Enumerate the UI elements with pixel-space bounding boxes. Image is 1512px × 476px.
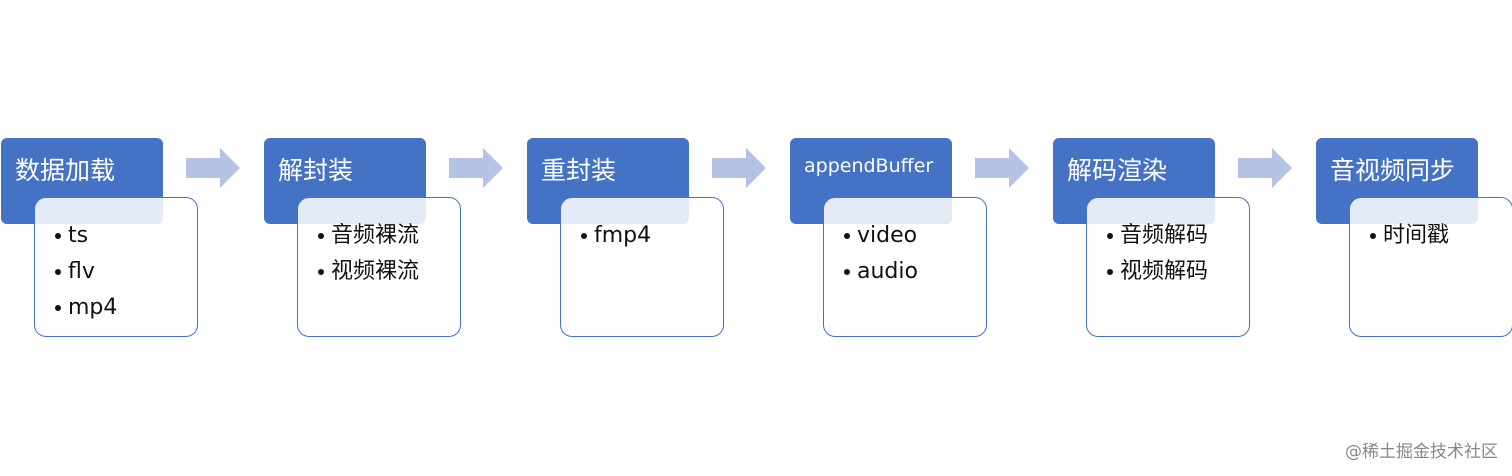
bullet-text: video — [857, 223, 918, 248]
bullet-item: 音频裸流 — [318, 218, 460, 254]
bullet-text: 音频裸流 — [331, 223, 420, 248]
bullet-item: ts — [55, 218, 197, 254]
bullet-dot-icon — [318, 233, 324, 239]
bullet-list: video audio — [824, 218, 986, 290]
bullet-text: 时间戳 — [1383, 223, 1450, 248]
bullet-list: 时间戳 — [1350, 218, 1512, 254]
bullet-dot-icon — [55, 269, 61, 275]
step-body: 音频裸流 视频裸流 — [297, 197, 461, 337]
right-arrow-icon — [1238, 148, 1292, 188]
bullet-dot-icon — [1107, 233, 1113, 239]
step-decode-render: 解码渲染 音频解码 视频解码 — [1053, 138, 1253, 340]
bullet-item: 视频裸流 — [318, 254, 460, 290]
watermark: @稀土掘金技术社区 — [1345, 442, 1498, 462]
bullet-text: flv — [68, 259, 95, 284]
bullet-text: 音频解码 — [1120, 223, 1209, 248]
step-append-buffer: appendBuffer video audio — [790, 138, 990, 340]
bullet-dot-icon — [55, 305, 61, 311]
bullet-dot-icon — [581, 233, 587, 239]
bullet-dot-icon — [844, 269, 850, 275]
bullet-dot-icon — [55, 233, 61, 239]
bullet-dot-icon — [318, 269, 324, 275]
step-body: 音频解码 视频解码 — [1086, 197, 1250, 337]
step-data-loading: 数据加载 ts flv mp4 — [1, 138, 201, 340]
bullet-item: flv — [55, 254, 197, 290]
bullet-item: 时间戳 — [1370, 218, 1512, 254]
bullet-dot-icon — [1107, 269, 1113, 275]
bullet-dot-icon — [844, 233, 850, 239]
bullet-text: 视频解码 — [1120, 259, 1209, 284]
step-body: video audio — [823, 197, 987, 337]
right-arrow-icon — [712, 148, 766, 188]
step-body: 时间戳 — [1349, 197, 1512, 337]
bullet-list: 音频解码 视频解码 — [1087, 218, 1249, 290]
bullet-item: 音频解码 — [1107, 218, 1249, 254]
right-arrow-icon — [975, 148, 1029, 188]
bullet-item: audio — [844, 254, 986, 290]
right-arrow-icon — [186, 148, 240, 188]
right-arrow-icon — [449, 148, 503, 188]
step-remux: 重封装 fmp4 — [527, 138, 727, 340]
step-demux: 解封装 音频裸流 视频裸流 — [264, 138, 464, 340]
bullet-item: fmp4 — [581, 218, 723, 254]
bullet-text: mp4 — [68, 295, 118, 320]
bullet-text: 视频裸流 — [331, 259, 420, 284]
bullet-item: mp4 — [55, 290, 197, 326]
bullet-text: ts — [68, 223, 89, 248]
bullet-list: fmp4 — [561, 218, 723, 254]
bullet-item: 视频解码 — [1107, 254, 1249, 290]
bullet-item: video — [844, 218, 986, 254]
bullet-list: 音频裸流 视频裸流 — [298, 218, 460, 290]
bullet-dot-icon — [1370, 233, 1376, 239]
bullet-list: ts flv mp4 — [35, 218, 197, 326]
step-body: fmp4 — [560, 197, 724, 337]
bullet-text: fmp4 — [594, 223, 652, 248]
step-av-sync: 音视频同步 时间戳 — [1316, 138, 1512, 340]
bullet-text: audio — [857, 259, 918, 284]
step-body: ts flv mp4 — [34, 197, 198, 337]
